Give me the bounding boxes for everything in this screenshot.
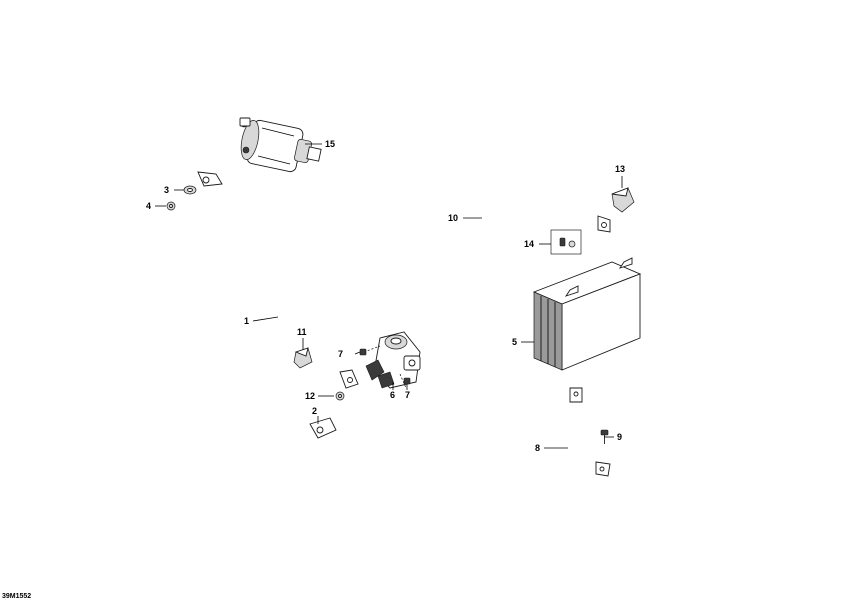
callout-9: 9 — [617, 432, 622, 442]
cable-1 — [197, 171, 337, 440]
callout-5: 5 — [512, 337, 517, 347]
callout-12: 12 — [305, 391, 315, 401]
callout-8: 8 — [535, 443, 540, 453]
starter-motor — [239, 117, 322, 173]
cable-8 — [565, 387, 611, 477]
screw-9 — [600, 429, 609, 444]
callout-13: 13 — [615, 164, 625, 174]
bolt-nut-14 — [550, 229, 582, 255]
callout-3: 3 — [164, 185, 169, 195]
callouts: 1 2 3 4 5 6 7 7 8 9 10 11 12 13 14 15 — [146, 139, 625, 453]
battery — [532, 257, 642, 371]
starter-solenoid — [363, 331, 421, 389]
nut-12 — [335, 391, 345, 401]
callout-1: 1 — [244, 316, 249, 326]
washer-3 — [183, 185, 197, 195]
nut-4 — [166, 201, 176, 211]
screw-7-right — [403, 377, 411, 390]
callout-11: 11 — [297, 327, 307, 337]
callout-2: 2 — [312, 406, 317, 416]
cable-10 — [319, 114, 611, 389]
terminal-boot-11 — [293, 347, 313, 369]
callout-4: 4 — [146, 201, 151, 211]
callout-15: 15 — [325, 139, 335, 149]
callout-7-left: 7 — [338, 349, 343, 359]
screw-7-left — [354, 348, 367, 356]
callout-7-right: 7 — [405, 390, 410, 400]
terminal-boot-13 — [611, 187, 635, 213]
callout-10: 10 — [448, 213, 458, 223]
callout-14: 14 — [524, 239, 534, 249]
callout-6: 6 — [390, 390, 395, 400]
figure-reference: 39M1552 — [2, 593, 31, 600]
leader-lines — [155, 143, 623, 449]
